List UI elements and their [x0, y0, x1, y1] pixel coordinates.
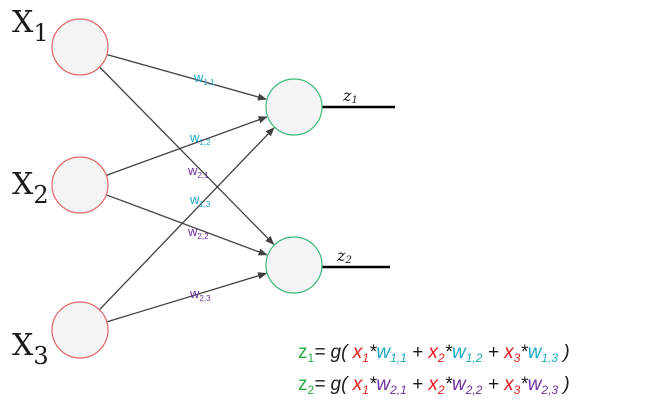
weight-label-w2-2: w2,2 — [187, 224, 209, 241]
nodes — [51, 18, 323, 359]
input-node-x1 — [51, 18, 109, 76]
arrow-w-1-2 — [106, 116, 268, 177]
arrow-w-1-3 — [98, 127, 275, 311]
input-node-x2 — [51, 156, 109, 214]
arrow-w-2-1 — [99, 66, 275, 245]
output-label-z1: z1 — [342, 86, 358, 106]
equation-z1: z1= g( x1*w1,1 + x2*w1,2 + x3*w1,3 ) — [298, 342, 570, 365]
connections — [98, 53, 395, 323]
equation-z2: z2= g( x1*w2,1 + x2*w2,2 + x3*w2,3 ) — [298, 374, 570, 397]
output-node-z1 — [265, 78, 323, 136]
weight-label-w1-2: w1,2 — [189, 130, 211, 147]
arrow-w-2-3 — [106, 272, 268, 323]
weight-label-w2-1: w2,1 — [187, 163, 209, 180]
arrow-w-2-2 — [105, 194, 268, 256]
arrow-w-1-1 — [106, 53, 267, 101]
weight-label-w1-1: w1,1 — [193, 70, 215, 87]
weight-label-w2-3: w2,3 — [189, 286, 211, 303]
weight-label-w1-3: w1,3 — [189, 192, 211, 209]
output-node-z2 — [265, 236, 323, 294]
output-label-z2: z2 — [336, 246, 352, 266]
input-label-x2: X2 — [12, 167, 49, 209]
input-node-x3 — [51, 301, 109, 359]
input-label-x3: X3 — [12, 328, 49, 370]
input-label-x1: X1 — [12, 5, 49, 47]
equations: z1= g( x1*w1,1 + x2*w1,2 + x3*w1,3 ) z2= … — [298, 342, 570, 397]
